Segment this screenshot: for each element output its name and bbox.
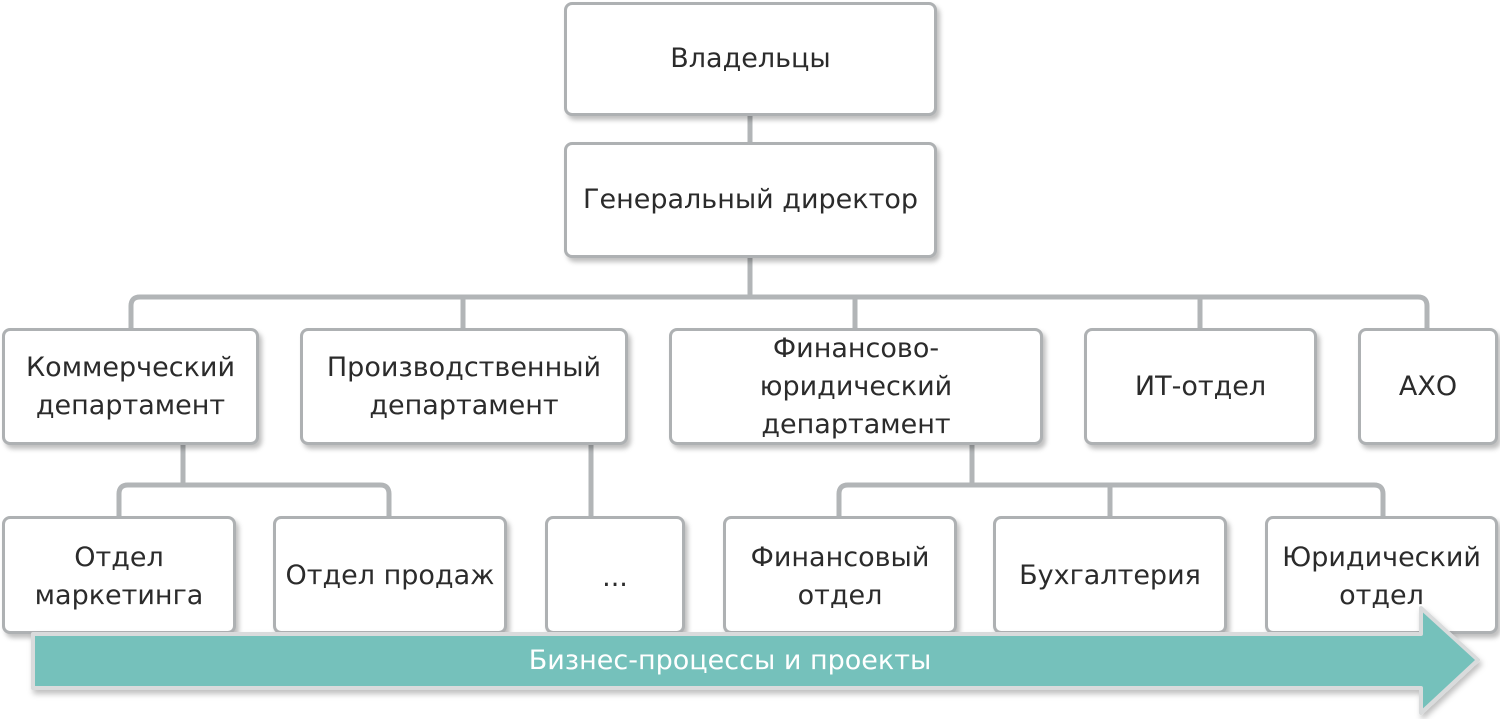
accounting-unit-label: Бухгалтерия [1019,560,1201,591]
sales-unit-label: Отдел продаж [285,560,495,591]
commercial-department-label-line2: департамент [35,389,226,421]
commercial-subs-bus [116,482,392,517]
ceo-box: Генеральный директор [564,142,937,258]
aho-department-label: АХО [1398,370,1458,402]
it-department-label: ИТ-отдел [1134,370,1267,402]
finance-legal-department-label-line1: Финансово-юридический [759,332,953,402]
process-arrow-label: Бизнес-процессы и проекты [528,644,932,676]
financial-unit-label-line2: отдел [797,580,883,611]
sales-unit-box: Отдел продаж [273,516,507,634]
owners-label: Владельцы [670,43,831,74]
finance-legal-department-label-line2: департамент [761,408,951,440]
commercial-department-label-line1: Коммерческий [26,351,235,383]
financial-unit-label-line1: Финансовый [750,542,930,573]
legal-unit-label-line1: Юридический [1282,542,1481,573]
ceo-label: Генеральный директор [583,184,918,215]
production-department-box: Производственный департамент [300,328,628,445]
marketing-unit-label-line2: маркетинга [34,580,204,611]
departments-bus [128,294,1430,329]
aho-department-box: АХО [1358,328,1498,445]
owners-box: Владельцы [564,2,937,116]
commercial-department-box: Коммерческий департамент [2,328,259,445]
accounting-unit-box: Бухгалтерия [993,516,1227,634]
ellipsis-unit-box: ... [545,516,685,634]
ellipsis-unit-label: ... [602,562,628,593]
finance-legal-department-box: Финансово-юридический департамент [669,328,1043,445]
legal-unit-box: Юридический отдел [1265,516,1498,634]
marketing-unit-label-line1: Отдел [74,542,164,573]
process-arrow-shape [31,606,1480,715]
it-department-box: ИТ-отдел [1084,328,1317,445]
production-department-label-line2: департамент [369,389,559,421]
legal-unit-label-line2: отдел [1339,580,1424,611]
production-department-label-line1: Производственный [326,351,602,383]
